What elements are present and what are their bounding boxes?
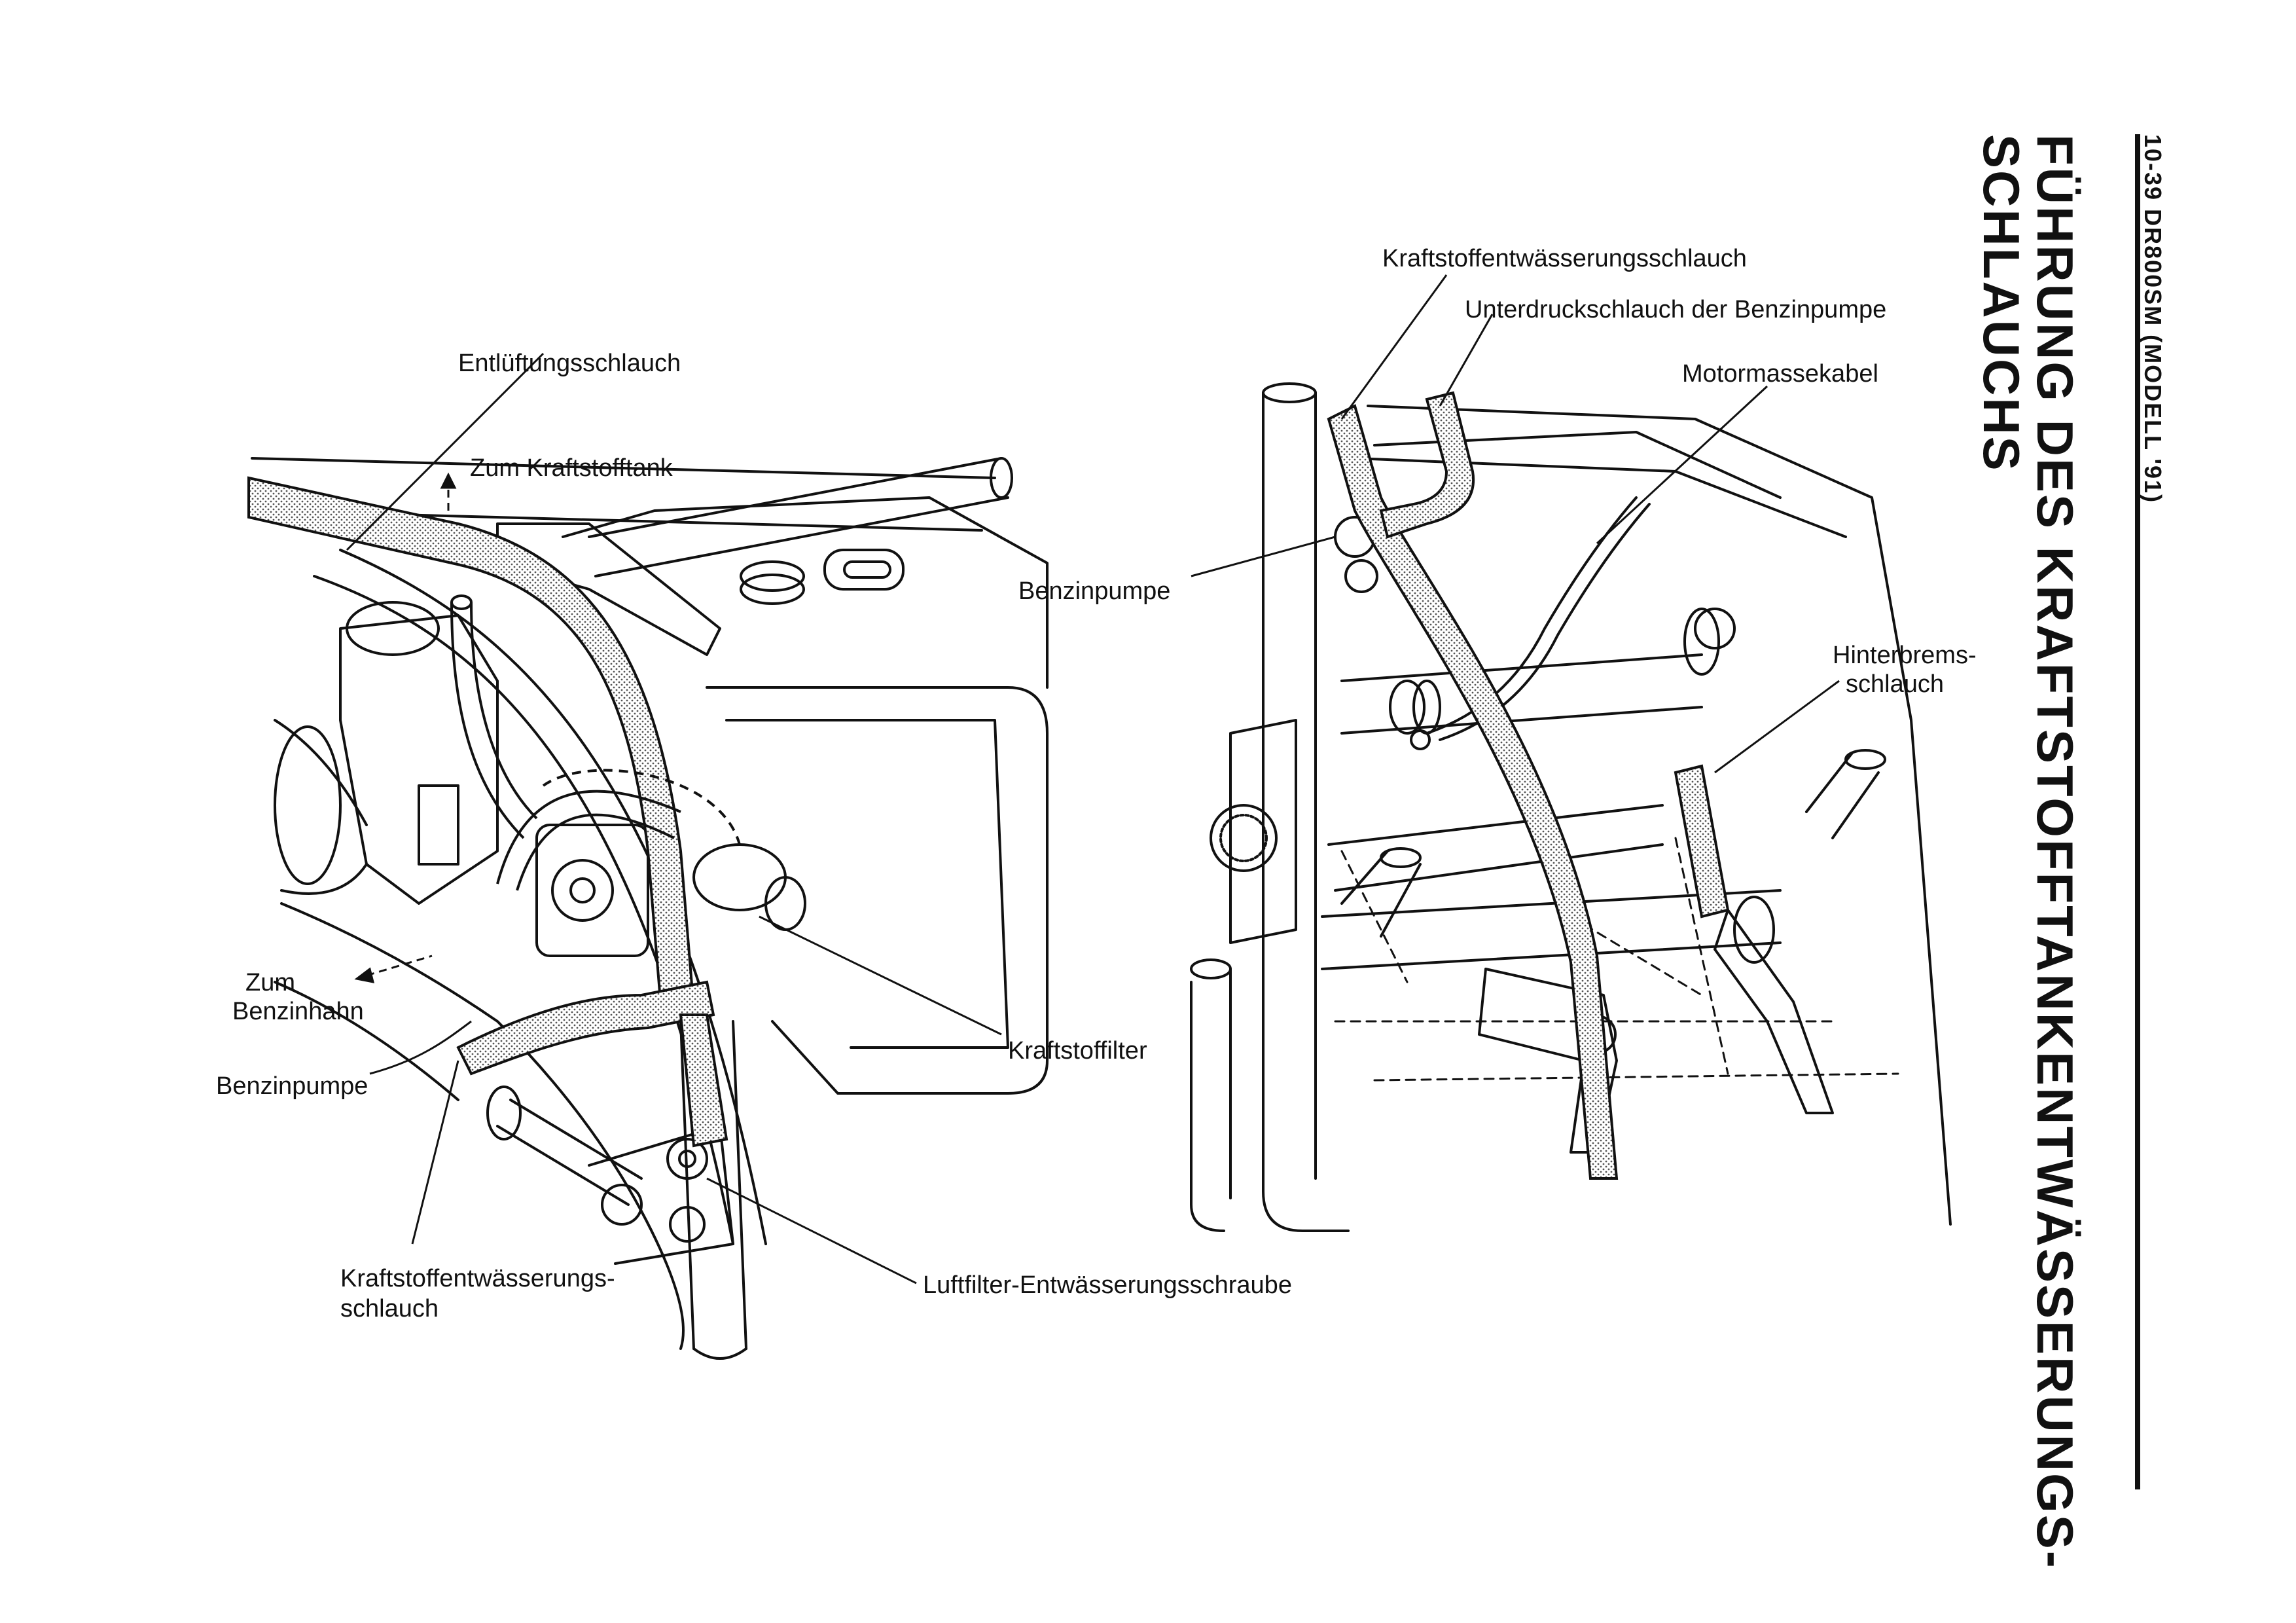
rear-brake-hose [1674,764,1730,919]
fuel-hose [496,790,681,891]
vent-hose [247,476,696,1010]
frame-downtube [679,1020,747,1350]
filler-neck [740,560,805,592]
leader-airfilter-drain [706,1177,917,1285]
left-hose-plain [450,594,741,891]
leader-rear-brake-hose [1714,680,1840,774]
cross-member-1 [1340,653,1703,735]
leader-fuel-pump-left [369,1020,472,1075]
vacuum-hose-right [1379,391,1475,539]
airbox-top [562,496,1049,689]
header-rule [2135,134,2140,1489]
intake-duct [274,719,368,895]
leader-ground-cable [1596,385,1768,545]
outer-tube-top [1340,850,1422,938]
left-hoses [247,476,728,1148]
label-to-fuel-cock-line1: Zum [245,969,295,996]
right-figure-drawing [1190,382,1952,1232]
drain-hose-down [679,1013,728,1148]
page-title-line1: FÜHRUNG DES KRAFTSTOFFTANKENTWÄSSERUNGS- [2026,134,2084,1570]
leader-fuel-pump-right [1191,536,1336,577]
airfilter-drain-screw [666,1138,708,1180]
leader-drain-hose-left [411,1060,459,1245]
left-figure-drawing [251,457,1049,1360]
footpeg-bracket [1478,968,1618,1154]
fuel-filter [692,843,787,911]
outer-tube-left [1190,968,1232,1232]
frame-rail-left [1262,392,1350,1232]
drain-hose-right [1327,404,1619,1180]
leader-vacuum-hose [1439,314,1494,407]
label-rear-brake-hose-line1: Hinterbrems- [1833,642,1977,669]
label-drain-hose-right: Kraftstoffentwässerungsschlauch [1382,245,1747,272]
label-fuel-pump-right: Benzinpumpe [1018,577,1171,605]
left-leaders [346,352,1002,1285]
right-hoses [1327,391,1730,1180]
label-vent-hose: Entlüftungsschlauch [458,350,681,377]
ground-clamp [1412,680,1441,735]
label-engine-ground-cable: Motormassekabel [1682,360,1878,388]
label-to-fuel-tank: Zum Kraftstofftank [470,454,673,482]
ground-cable [1426,496,1651,741]
cross-member-3 [1327,804,1664,892]
drain-hose-left [456,980,715,1076]
label-drain-hose-left-line2: schlauch [340,1295,439,1322]
page-title-line2: SCHLAUCHS [1973,134,2030,473]
label-airfilter-drain-screw: Luftfilter-Entwässerungsschraube [923,1271,1292,1299]
footpeg-rear [1713,909,1834,1114]
carburetor [339,614,499,905]
label-fuel-filter: Kraftstoffilter [1008,1037,1147,1065]
leader-vent-hose [346,352,545,551]
airbox-body [706,686,1049,1095]
label-drain-hose-left-line1: Kraftstoffentwässerungs- [340,1265,615,1292]
label-vacuum-hose: Unterdruckschlauch der Benzinpumpe [1465,296,1887,323]
frame-rail-right [1354,405,1952,1226]
filler-cap [823,549,905,591]
arrow-to-fuel-cock [366,955,433,977]
label-rear-brake-hose-line2: schlauch [1846,670,1944,698]
label-fuel-pump-left: Benzinpumpe [216,1072,368,1100]
leader-drain-hose-right [1340,274,1448,420]
leader-fuel-filter [759,915,1002,1036]
frame-tube-top-right [588,457,1009,577]
fuel-pump-body [535,824,649,957]
engine-block [1229,719,1297,944]
right-leaders [1191,274,1840,774]
label-to-fuel-cock-line2: Benzinhahn [232,998,364,1025]
page-reference: 10-39 DR800SM (MODELL '91) [2140,134,2166,504]
outer-tube-right [1805,752,1880,839]
